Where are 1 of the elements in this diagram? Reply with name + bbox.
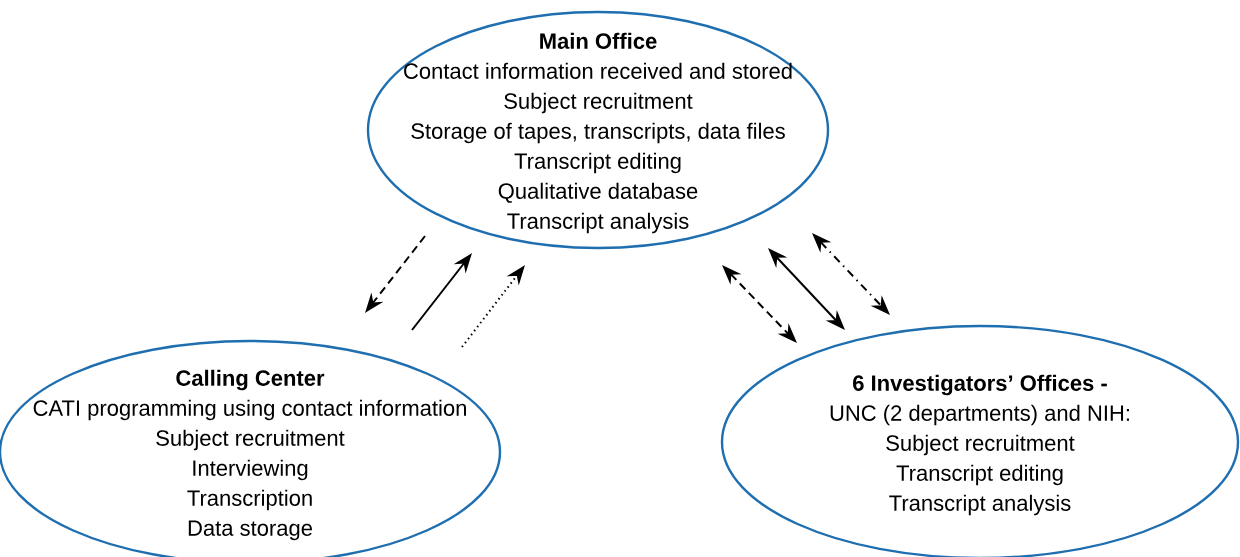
ellipse-node: Main Office Contact information received and stored Subject recruitment Storage of tapes, transcripts, data files Transcript editing Qualitative database Transcript analysis: [366, 10, 830, 250]
